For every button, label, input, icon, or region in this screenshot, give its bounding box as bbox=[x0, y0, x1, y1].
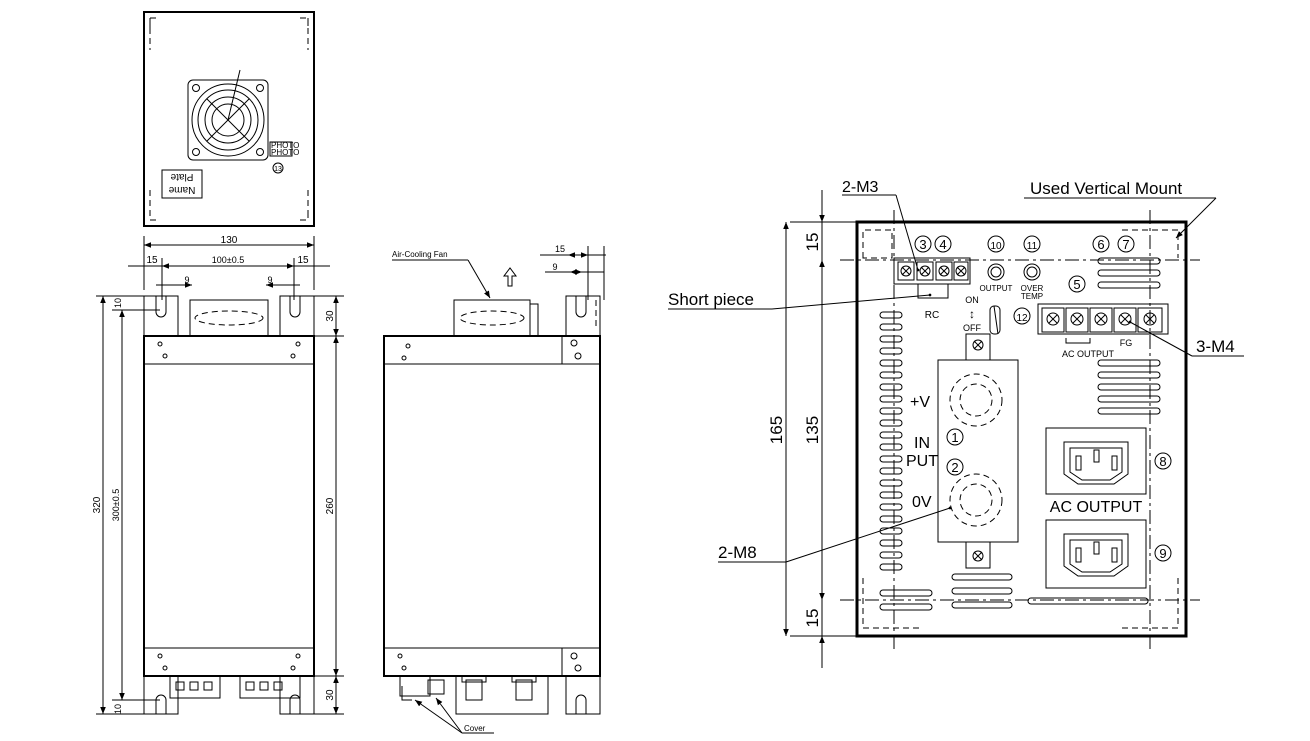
put-label: PUT bbox=[906, 453, 938, 470]
dim-130: 130 bbox=[221, 235, 238, 246]
name-plate-line2: Plate bbox=[170, 171, 193, 182]
balloon-3: 3 bbox=[919, 237, 926, 252]
vent-slot bbox=[879, 479, 903, 487]
dim-15-left: 15 bbox=[146, 255, 158, 266]
vent-slot bbox=[879, 359, 903, 367]
vent-slot bbox=[879, 551, 903, 559]
ac-output-small-label: AC OUTPUT bbox=[1062, 349, 1115, 359]
in-label: IN bbox=[914, 435, 930, 452]
balloon-10: 10 bbox=[990, 241, 1002, 252]
name-plate-line1: Name bbox=[168, 184, 195, 195]
vent-slot bbox=[879, 467, 903, 475]
toggle-switch-icon bbox=[989, 305, 1001, 335]
balloon-13: 13 bbox=[274, 166, 282, 173]
dim-30-top: 30 bbox=[325, 310, 336, 322]
side-view: Air-Cooling Fan 15 9 Cover bbox=[383, 244, 606, 734]
vent-slot bbox=[879, 347, 903, 355]
zero-v-label: 0V bbox=[912, 494, 932, 511]
dim-320: 320 bbox=[92, 496, 103, 513]
vent-slot bbox=[879, 407, 903, 415]
fan-icon bbox=[187, 69, 269, 161]
vent-slot bbox=[879, 371, 903, 379]
side-dim-9: 9 bbox=[552, 262, 557, 272]
dim-165: 165 bbox=[767, 416, 786, 444]
vent-slot bbox=[879, 395, 903, 403]
dim-30-bottom: 30 bbox=[325, 689, 336, 701]
label-2-m8: 2-M8 bbox=[718, 543, 757, 562]
ac-output-big-label: AC OUTPUT bbox=[1050, 499, 1143, 516]
over-temp-led-icon bbox=[1023, 263, 1041, 281]
dim-15-bottom: 15 bbox=[803, 609, 822, 628]
vent-slot bbox=[879, 563, 903, 571]
rear-view: 165 15 135 15 2-M3 Used Vertical Mount S… bbox=[668, 179, 1244, 668]
vent-slot bbox=[879, 539, 903, 547]
vent-slot bbox=[879, 311, 903, 319]
dim-260: 260 bbox=[325, 497, 336, 514]
dim-10-bottom: 10 bbox=[113, 704, 123, 714]
vent-slots bbox=[879, 257, 1161, 611]
vent-slot bbox=[879, 443, 903, 451]
cover-label: Cover bbox=[464, 724, 486, 733]
photo-label-1: PHOTO bbox=[271, 141, 299, 150]
fg-label: FG bbox=[1120, 338, 1133, 348]
vent-slot bbox=[879, 491, 903, 499]
dim-9-left: 9 bbox=[184, 275, 189, 285]
switch-on-label: ON bbox=[965, 295, 979, 305]
vent-slot bbox=[879, 515, 903, 523]
rc-label: RC bbox=[925, 310, 939, 321]
dim-100: 100±0.5 bbox=[212, 255, 244, 265]
vent-slot bbox=[879, 323, 903, 331]
air-cooling-fan-label: Air-Cooling Fan bbox=[392, 250, 448, 259]
side-dim-15: 15 bbox=[555, 244, 565, 254]
balloon-7: 7 bbox=[1122, 237, 1129, 252]
balloon-6: 6 bbox=[1097, 237, 1104, 252]
label-3-m4: 3-M4 bbox=[1196, 337, 1235, 356]
top-view: PHOTO PHOTO 13 Name Plate bbox=[143, 11, 315, 227]
balloon-11: 11 bbox=[1027, 241, 1038, 252]
ac-inlet-icon bbox=[1045, 519, 1147, 589]
dim-9-right: 9 bbox=[267, 275, 272, 285]
balloon-12: 12 bbox=[1016, 313, 1028, 324]
balloon-4: 4 bbox=[939, 237, 946, 252]
dim-15-top: 15 bbox=[803, 233, 822, 252]
label-used-vertical-mount: Used Vertical Mount bbox=[1030, 179, 1182, 198]
balloon-5: 5 bbox=[1073, 277, 1080, 292]
over-temp-label-1: OVER bbox=[1021, 284, 1044, 293]
front-view: 130 15 100±0.5 15 9 9 320 300±0.5 10 10 … bbox=[92, 235, 344, 715]
output-led-label: OUTPUT bbox=[980, 284, 1013, 293]
svg-text:↕: ↕ bbox=[969, 307, 975, 321]
balloon-2: 2 bbox=[951, 460, 958, 475]
label-2-m3: 2-M3 bbox=[842, 179, 879, 196]
switch-off-label: OFF bbox=[963, 323, 981, 333]
screw-icon bbox=[900, 265, 967, 277]
ac-outlet-icon bbox=[1045, 427, 1147, 495]
vent-slot bbox=[879, 419, 903, 427]
photo-label-2: PHOTO bbox=[271, 148, 299, 157]
dim-135: 135 bbox=[803, 416, 822, 444]
dim-15-right: 15 bbox=[297, 255, 309, 266]
plus-v-label: +V bbox=[910, 394, 930, 411]
vent-slot bbox=[879, 383, 903, 391]
output-led-icon bbox=[987, 263, 1005, 281]
up-arrow-icon bbox=[503, 267, 517, 287]
vent-slot bbox=[879, 527, 903, 535]
vent-slot bbox=[879, 431, 903, 439]
balloon-9: 9 bbox=[1159, 546, 1166, 561]
vent-slot bbox=[879, 503, 903, 511]
balloon-1: 1 bbox=[951, 430, 958, 445]
dim-300: 300±0.5 bbox=[111, 489, 121, 521]
label-short-piece: Short piece bbox=[668, 290, 754, 309]
vent-slot bbox=[879, 455, 903, 463]
vent-slot bbox=[879, 335, 903, 343]
over-temp-label-2: TEMP bbox=[1021, 292, 1043, 301]
balloon-8: 8 bbox=[1159, 454, 1166, 469]
dim-10-top: 10 bbox=[113, 298, 123, 308]
